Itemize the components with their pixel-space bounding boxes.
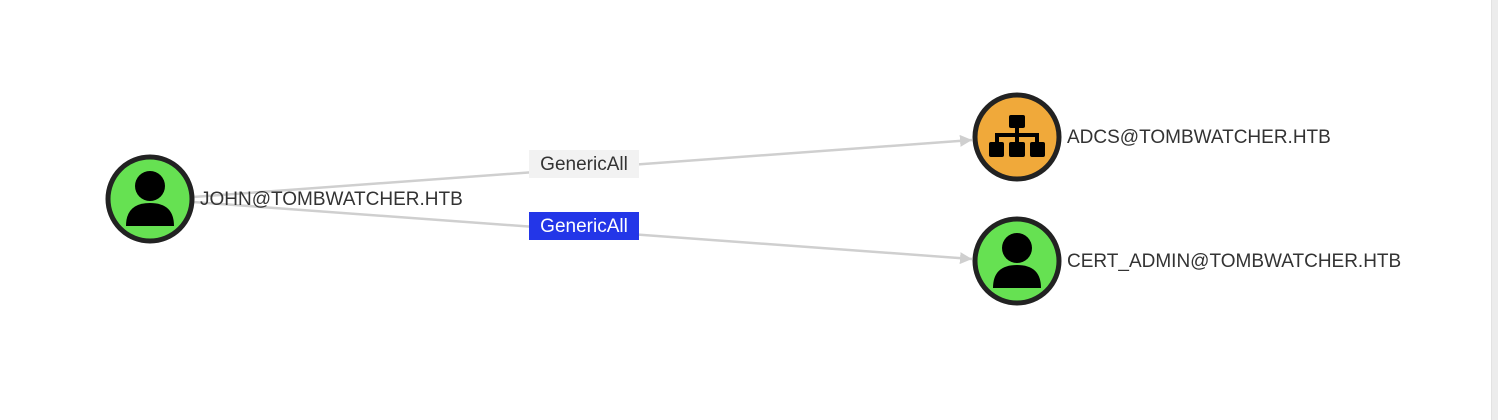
edge-label-background (529, 212, 639, 240)
node-cert-admin[interactable]: CERT_ADMIN@TOMBWATCHER.HTB (972, 216, 1401, 306)
edge-label-generic-all-cert-admin-selected[interactable]: GenericAll (529, 212, 639, 240)
edge-label-text: GenericAll (540, 216, 628, 237)
hierarchy-icon (989, 115, 1045, 157)
vertical-scrollbar[interactable] (1491, 0, 1498, 420)
node-label: JOHN@TOMBWATCHER.HTB (200, 189, 463, 210)
node-john[interactable]: JOHN@TOMBWATCHER.HTB (105, 154, 463, 244)
node-label: CERT_ADMIN@TOMBWATCHER.HTB (1067, 251, 1401, 272)
user-icon (993, 233, 1041, 288)
edge-label-text: GenericAll (540, 154, 628, 175)
node-adcs[interactable]: ADCS@TOMBWATCHER.HTB (972, 92, 1331, 182)
user-icon (126, 171, 174, 226)
edge-label-generic-all-adcs[interactable]: GenericAll (529, 150, 639, 178)
edge-label-background (529, 150, 639, 178)
node-label: ADCS@TOMBWATCHER.HTB (1067, 127, 1331, 148)
